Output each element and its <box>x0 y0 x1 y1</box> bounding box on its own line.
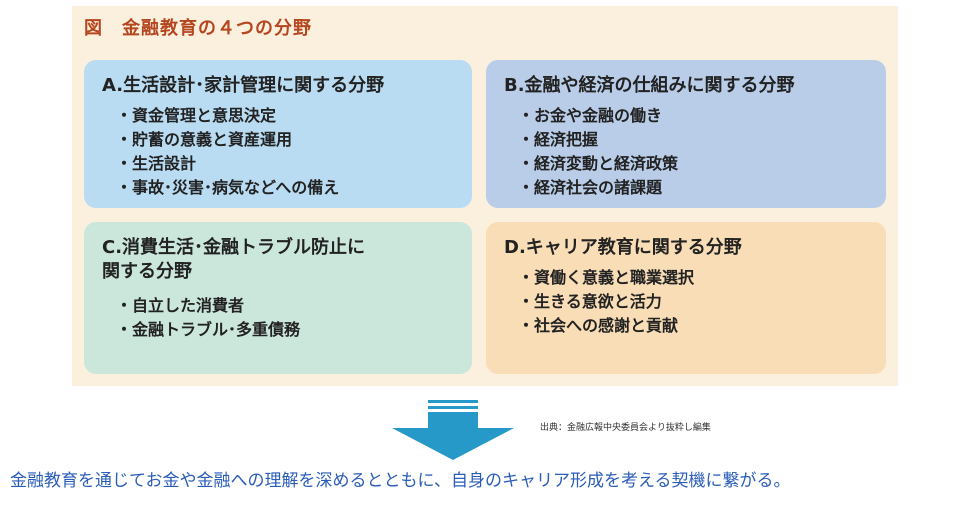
conclusion-text: 金融教育を通じてお金や金融への理解を深めるとともに、自身のキャリア形成を考える契… <box>10 471 791 491</box>
figure-title: 図 金融教育の４つの分野 <box>84 18 312 39</box>
list-item: 生活設計 <box>132 152 454 176</box>
list-item: 事故･災害･病気などへの備え <box>132 176 454 200</box>
card-item-list: 資金管理と意思決定 貯蓄の意義と資産運用 生活設計 事故･災害･病気などへの備え <box>102 104 454 200</box>
card-title: D.キャリア教育に関する分野 <box>504 237 742 258</box>
card-c-consumer-life: C.消費生活･金融トラブル防止に 関する分野 自立した消費者 金融トラブル･多重… <box>84 222 472 374</box>
down-arrow-icon <box>392 400 514 460</box>
card-title: A.生活設計･家計管理に関する分野 <box>102 75 385 96</box>
list-item: 貯蓄の意義と資産運用 <box>132 128 454 152</box>
source-note: 出典：金融広報中央委員会より抜粋し編集 <box>540 423 711 433</box>
card-a-life-planning: A.生活設計･家計管理に関する分野 資金管理と意思決定 貯蓄の意義と資産運用 生… <box>84 60 472 208</box>
list-item: 経済変動と経済政策 <box>534 152 868 176</box>
card-item-list: 自立した消費者 金融トラブル･多重債務 <box>102 294 454 342</box>
list-item: 生きる意欲と活力 <box>534 290 868 314</box>
list-item: 金融トラブル･多重債務 <box>132 318 454 342</box>
card-item-list: お金や金融の働き 経済把握 経済変動と経済政策 経済社会の諸課題 <box>504 104 868 200</box>
list-item: 経済把握 <box>534 128 868 152</box>
list-item: 自立した消費者 <box>132 294 454 318</box>
card-d-career-education: D.キャリア教育に関する分野 資働く意義と職業選択 生きる意欲と活力 社会への感… <box>486 222 886 374</box>
list-item: 資金管理と意思決定 <box>132 104 454 128</box>
card-item-list: 資働く意義と職業選択 生きる意欲と活力 社会への感謝と貢献 <box>504 266 868 338</box>
list-item: お金や金融の働き <box>534 104 868 128</box>
list-item: 社会への感謝と貢献 <box>534 314 868 338</box>
card-b-finance-economy: B.金融や経済の仕組みに関する分野 お金や金融の働き 経済把握 経済変動と経済政… <box>486 60 886 208</box>
list-item: 経済社会の諸課題 <box>534 176 868 200</box>
card-title: B.金融や経済の仕組みに関する分野 <box>504 75 795 96</box>
card-title: C.消費生活･金融トラブル防止に 関する分野 <box>102 237 366 282</box>
list-item: 資働く意義と職業選択 <box>534 266 868 290</box>
